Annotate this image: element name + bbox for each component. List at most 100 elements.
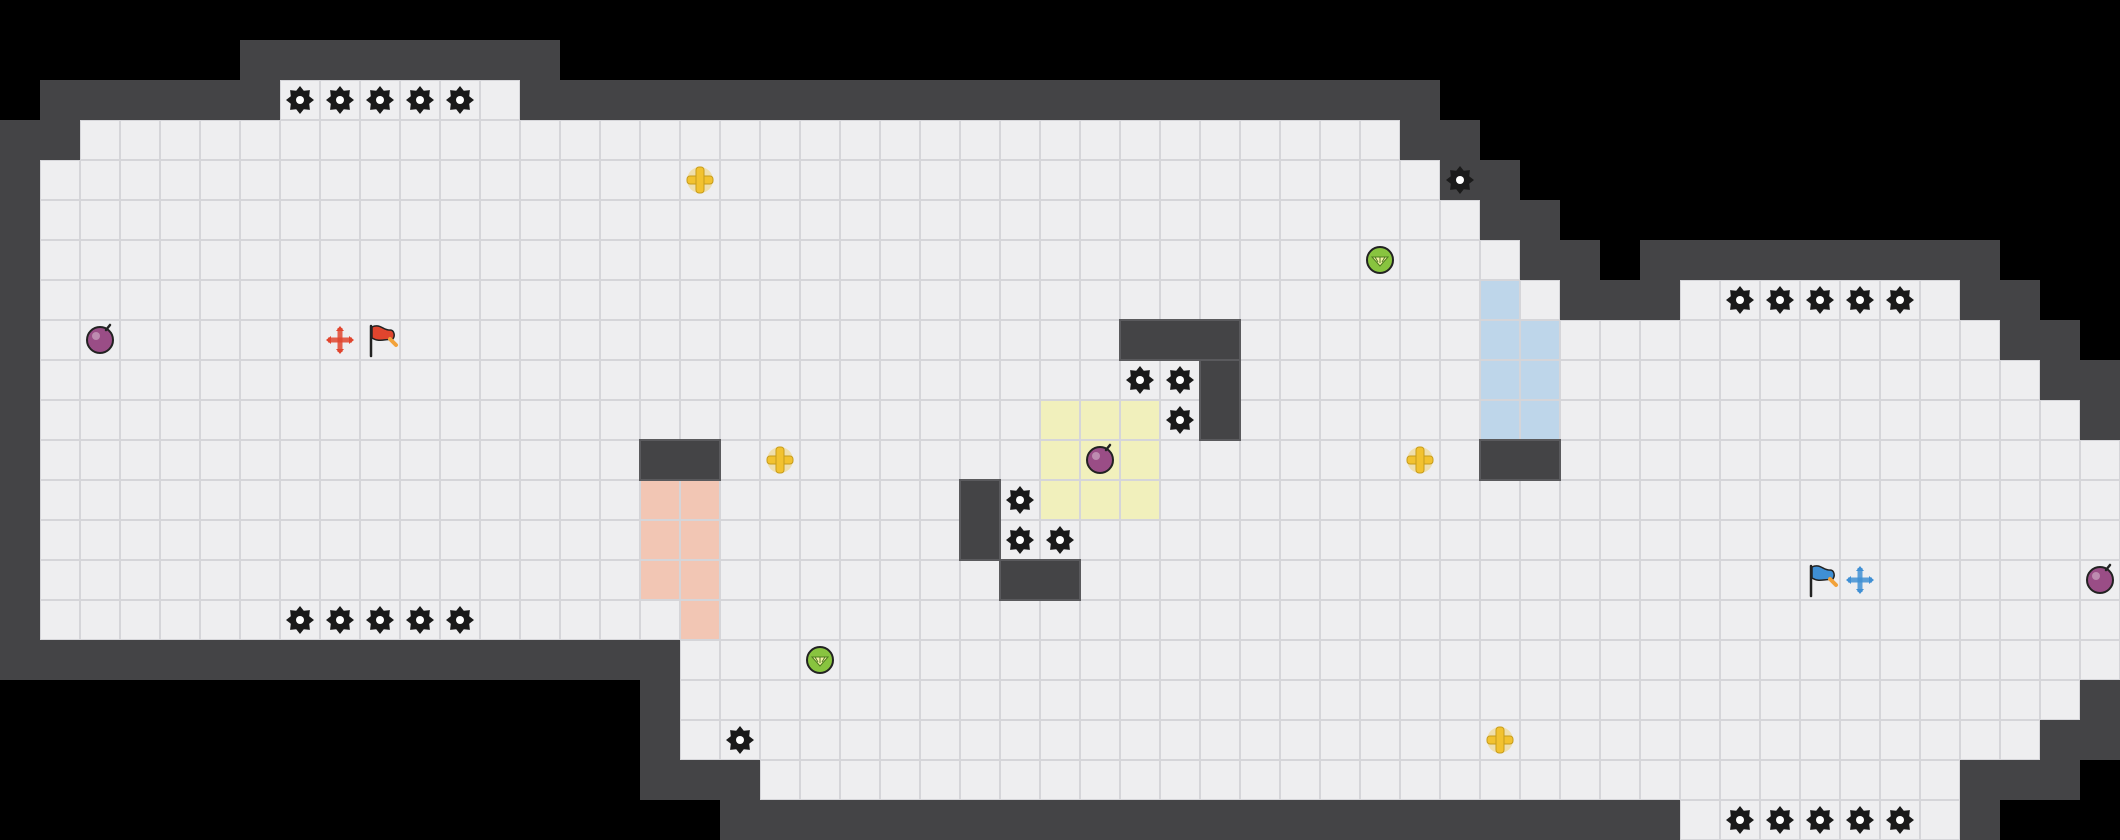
powerup-icon[interactable] [1486,726,1514,754]
powerup-icon[interactable] [1406,446,1434,474]
floor-tile [800,240,840,280]
floor-tile [840,480,880,520]
floor-tile [1520,280,1560,320]
floor-tile [600,240,640,280]
bomb-fuse [1104,443,1112,452]
floor-tile [280,80,320,120]
floor-tile [1760,720,1800,760]
floor-tile [280,160,320,200]
floor-tile [1400,680,1440,720]
floor-tile [40,400,80,440]
floor-tile [400,600,440,640]
floor-tile [1800,360,1840,400]
floor-tile [1760,680,1800,720]
floor-tile [2040,400,2080,440]
floor-tile [1400,320,1440,360]
floor-tile [80,560,120,600]
flag-red-icon[interactable] [369,324,398,358]
floor-tile [200,200,240,240]
floor-tile [1760,520,1800,560]
floor-tile [1840,720,1880,760]
floor-tile [1960,320,2000,360]
boost-icon[interactable] [1366,246,1394,274]
powerup-icon[interactable] [686,166,714,194]
floor-tile [680,280,720,320]
floor-tile [520,520,560,560]
floor-tile [1880,320,1920,360]
floor-tile [1000,680,1040,720]
floor-tile [1320,440,1360,480]
floor-tile [680,360,720,400]
floor-tile [960,720,1000,760]
spike-icon [406,86,434,114]
floor-tile [320,200,360,240]
floor-tile [360,80,400,120]
floor-tile [1240,560,1280,600]
floor-tile [920,720,960,760]
floor-tile [80,440,120,480]
bomb-icon[interactable] [86,323,114,354]
floor-tile [1280,200,1320,240]
spike-center [1896,296,1904,304]
floor-tile [1560,520,1600,560]
floor-tile [2000,440,2040,480]
floor-tile [1200,240,1240,280]
flag-blue-icon[interactable] [1809,564,1838,598]
floor-tile [200,120,240,160]
floor-tile [400,240,440,280]
floor-tile [880,440,920,480]
floor-tile [1240,160,1280,200]
floor-tile [1520,600,1560,640]
floor-tile [1680,440,1720,480]
powerup-icon[interactable] [766,446,794,474]
bomb-icon[interactable] [2086,563,2114,594]
floor-tile [480,320,520,360]
floor-tile [1280,600,1320,640]
floor-tile [1120,720,1160,760]
floor-tile [1760,440,1800,480]
floor-tile [640,160,680,200]
wall-blocks-layer [639,319,1561,601]
floor-tile [320,240,360,280]
bomb-icon[interactable] [1086,443,1114,474]
floor-tile [1920,600,1960,640]
floor-tile [120,200,160,240]
floor-tile [600,200,640,240]
floor-tile [1520,560,1560,600]
floor-tile [1120,600,1160,640]
floor-tile [280,480,320,520]
spike-center [1016,496,1024,504]
floor-tile [80,280,120,320]
floor-tile [880,560,920,600]
floor-tile [1600,640,1640,680]
boost-icon[interactable] [806,646,834,674]
floor-tile [1720,640,1760,680]
floor-tile [280,240,320,280]
floor-tile [760,760,800,800]
spike-icon [286,606,314,634]
floor-tile [1520,360,1560,400]
floor-tile [1320,720,1360,760]
floor-tile [1520,520,1560,560]
floor-tile [240,200,280,240]
powerup-bar-v [1415,446,1425,474]
floor-tile [1040,400,1080,440]
floor-tile [680,560,720,600]
floor-tile [320,320,360,360]
floor-tile [520,600,560,640]
floor-tile [280,200,320,240]
floor-tile [440,240,480,280]
powerup-bar-v [775,446,785,474]
floor-tile [560,160,600,200]
floor-tile [240,520,280,560]
spike-center [296,96,304,104]
floor-tile [1200,760,1240,800]
floor-tile [1920,720,1960,760]
floor-tile [2000,720,2040,760]
spike-icon [326,86,354,114]
spike-center [1016,536,1024,544]
floor-tile [560,120,600,160]
floor-tile [1160,600,1200,640]
floor-tile [760,320,800,360]
